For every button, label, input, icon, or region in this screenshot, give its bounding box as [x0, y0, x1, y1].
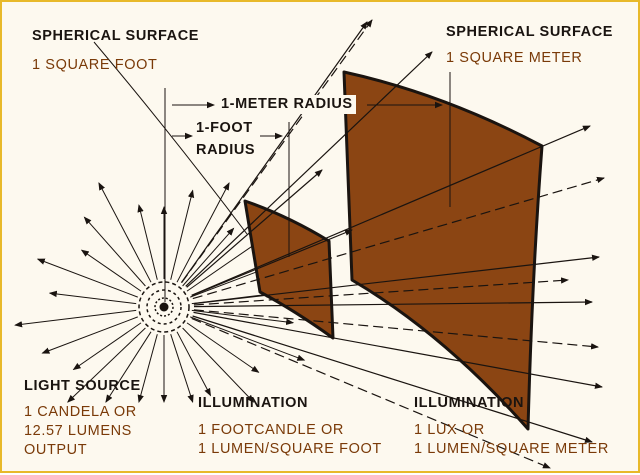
large-surface-title: SPHERICAL SURFACE — [446, 23, 613, 42]
illumination-foot-title: ILLUMINATION — [198, 394, 308, 413]
source-ray — [50, 293, 136, 304]
light-source-icon — [139, 282, 189, 332]
source-ray — [183, 328, 254, 402]
source-ray — [177, 332, 211, 396]
foot-radius-label-line1: 1-FOOT — [196, 119, 253, 138]
source-ray — [139, 205, 157, 280]
illumination-foot-line1: 1 FOOTCANDLE OR — [198, 421, 344, 440]
small-surface-title: SPHERICAL SURFACE — [32, 27, 199, 46]
foot-radius-label-line2: RADIUS — [196, 141, 255, 160]
illumination-foot-line2: 1 LUMEN/SQUARE FOOT — [198, 440, 382, 459]
source-ray — [171, 334, 193, 402]
large-surface-area: 1 SQUARE METER — [446, 49, 583, 68]
light-source-line1: 1 CANDELA OR — [24, 403, 137, 422]
source-ray — [84, 217, 145, 286]
source-ray — [15, 310, 136, 325]
illumination-meter-line2: 1 LUMEN/SQUARE METER — [414, 440, 609, 459]
source-ray — [187, 323, 259, 372]
light-source-title: LIGHT SOURCE — [24, 377, 141, 396]
illumination-meter-line1: 1 LUX OR — [414, 421, 485, 440]
illumination-meter-title: ILLUMINATION — [414, 394, 524, 413]
meter-radius-label: 1-METER RADIUS — [218, 95, 356, 114]
source-ray — [171, 191, 193, 280]
source-ray — [139, 334, 157, 402]
long-ray — [194, 312, 603, 387]
large-spherical-surface — [344, 72, 542, 429]
small-surface-area: 1 SQUARE FOOT — [32, 56, 157, 75]
light-source-line2: 12.57 LUMENS — [24, 422, 132, 441]
light-source-line3: OUTPUT — [24, 441, 87, 460]
